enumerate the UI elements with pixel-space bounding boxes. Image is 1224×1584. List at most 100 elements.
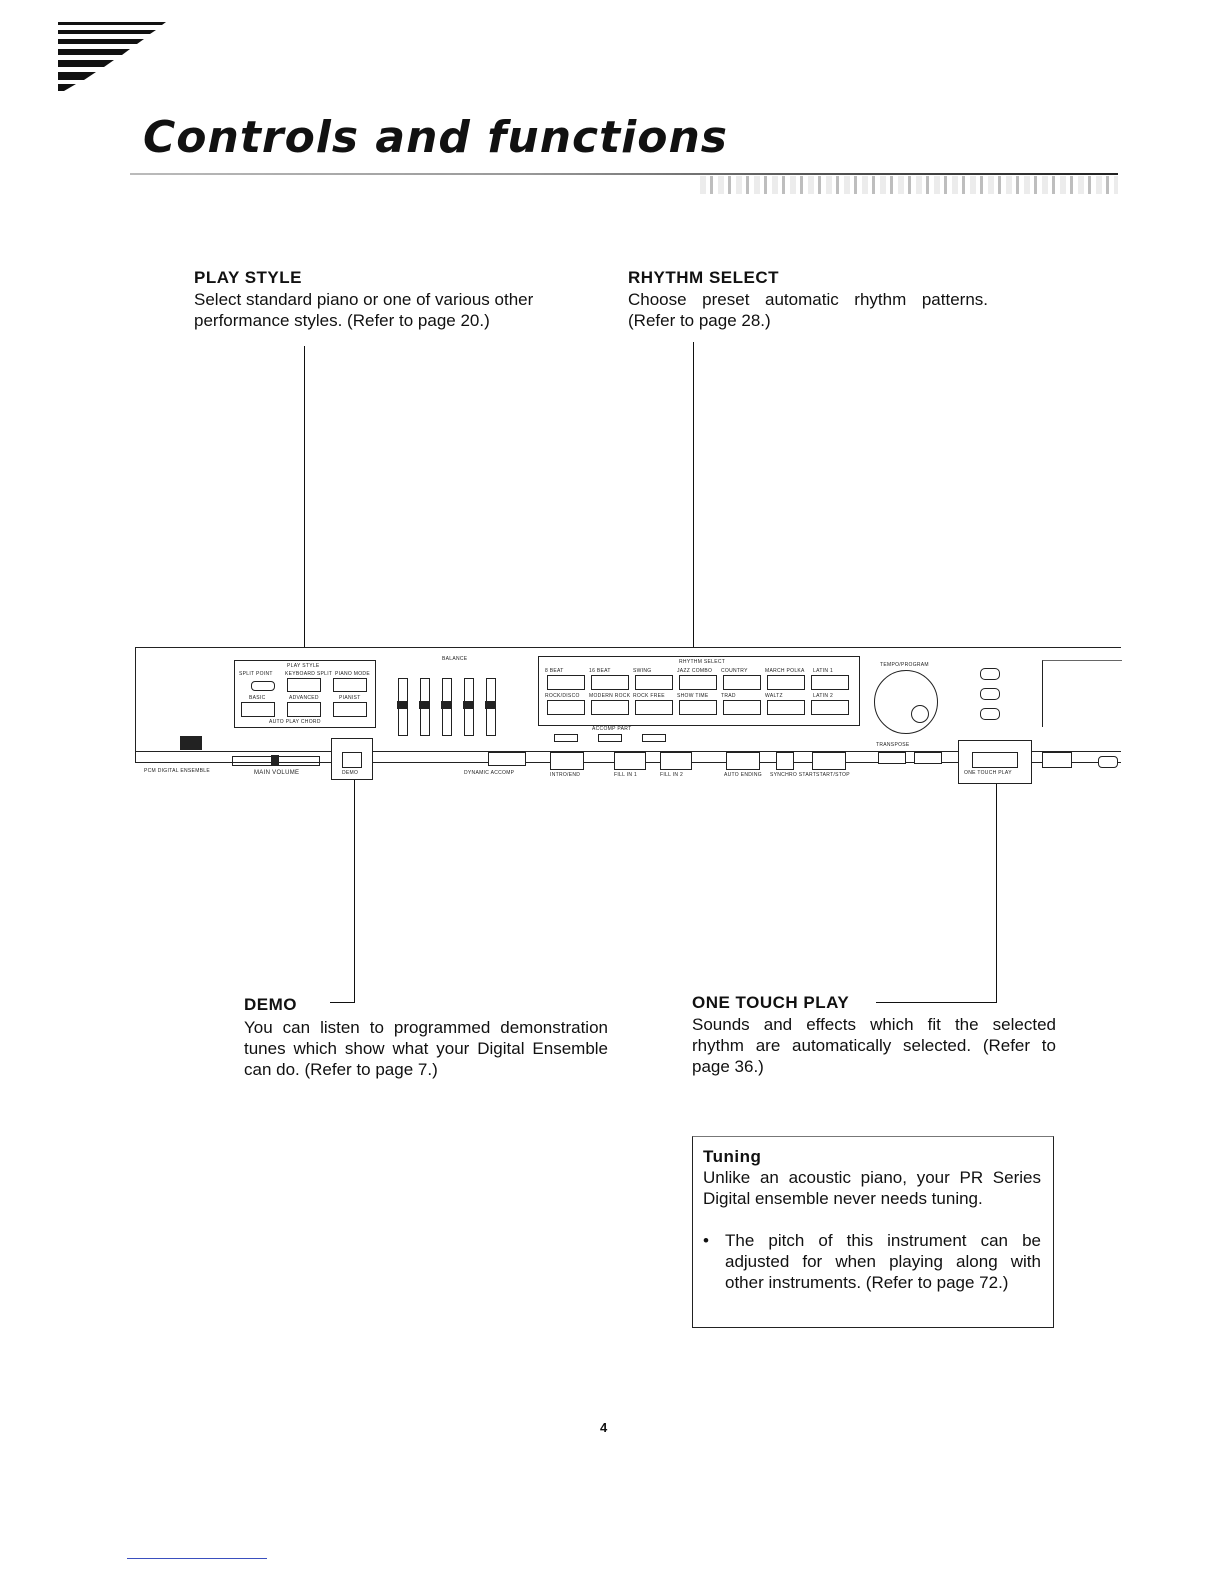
rhythm-label-country: COUNTRY [721,668,748,674]
rhythm-select-description: Choose preset automatic rhythm patterns.… [628,290,988,330]
basic-button[interactable] [241,702,275,717]
program-pad-3[interactable] [980,708,1000,720]
rhythm-label-waltz: WALTZ [765,693,783,699]
basic-label: BASIC [249,695,266,701]
rhythm-latin-1-button[interactable] [811,675,849,690]
rhythm-trad-button[interactable] [723,700,761,715]
balance-slider-3[interactable] [441,678,452,736]
transpose-label: TRANSPOSE [876,742,910,748]
play-style-description: Select standard piano or one of various … [194,290,534,330]
pianist-label: PIANIST [339,695,361,701]
start-stop-button[interactable] [812,752,846,770]
model-label: PCM DIGITAL ENSEMBLE [144,768,211,774]
rhythm-march-polka-button[interactable] [767,675,805,690]
synchro-start-label: SYNCHRO START [770,772,817,778]
rhythm-rock-free-button[interactable] [635,700,673,715]
rhythm-rock-disco-button[interactable] [547,700,585,715]
transpose-down-button[interactable] [878,752,906,764]
right-strip-button-2[interactable] [1098,756,1118,768]
main-volume-slider[interactable] [232,755,320,766]
split-point-label: SPLIT POINT [239,671,273,677]
panel-divider [136,751,1121,752]
synchro-start-button[interactable] [776,752,794,770]
demo-heading: DEMO [244,995,297,1014]
intro-end-label: INTRO/END [550,772,581,778]
play-style-panel-label: PLAY STYLE [287,663,320,669]
rhythm-label-rock-disco: ROCK/DISCO [545,693,580,699]
one-touch-play-leader-hook [876,1002,997,1003]
tuning-bullet-marker: • [703,1231,709,1250]
fill-in-1-button[interactable] [614,752,646,770]
dynamic-accomp-label: DYNAMIC ACCOMP [464,770,515,776]
one-touch-play-button[interactable] [972,752,1018,768]
rhythm-select-leader-line [693,342,694,648]
rhythm-waltz-button[interactable] [767,700,805,715]
fill-in-2-button[interactable] [660,752,692,770]
accomp-part-button-3[interactable] [642,734,666,742]
rhythm-label-jazz-combo: JAZZ COMBO [677,668,713,674]
accomp-part-button-2[interactable] [598,734,622,742]
rhythm-16-beat-button[interactable] [591,675,629,690]
program-pad-2[interactable] [980,688,1000,700]
play-style-leader-line [304,346,305,648]
transpose-up-button[interactable] [914,752,942,764]
one-touch-play-description: Sounds and effects which fit the selecte… [692,1015,1056,1076]
rhythm-8-beat-button[interactable] [547,675,585,690]
tempo-program-label: TEMPO/PROGRAM [880,662,929,668]
tuning-heading: Tuning [703,1147,762,1166]
program-pad-1[interactable] [980,668,1000,680]
main-volume-label: MAIN VOLUME [254,770,300,776]
rhythm-swing-button[interactable] [635,675,673,690]
keyboard-split-label: KEYBOARD SPLIT [285,671,333,677]
rhythm-label-16-beat: 16 BEAT [589,668,611,674]
auto-ending-button[interactable] [726,752,760,770]
title-underline-texture [700,176,1118,194]
rhythm-jazz-combo-button[interactable] [679,675,717,690]
accomp-part-label: ACCOMP PART [592,726,632,732]
auto-ending-label: AUTO ENDING [724,772,762,778]
balance-slider-4[interactable] [463,678,474,736]
start-stop-label: START/STOP [816,772,850,778]
balance-slider-5[interactable] [485,678,496,736]
fill-in-1-label: FILL IN 1 [614,772,638,778]
play-style-heading: PLAY STYLE [194,268,302,287]
rhythm-label-swing: SWING [633,668,652,674]
tuning-text: Unlike an acoustic piano, your PR Series… [703,1168,1041,1208]
dynamic-accomp-button[interactable] [488,752,526,766]
one-touch-play-leader-line [996,772,997,1002]
balance-slider-1[interactable] [397,678,408,736]
tempo-program-dial[interactable] [874,670,938,734]
accomp-part-button-1[interactable] [554,734,578,742]
rhythm-show-time-button[interactable] [679,700,717,715]
advanced-label: ADVANCED [289,695,319,701]
piano-mode-label: PIANO MODE [335,671,370,677]
demo-leader-line [354,762,355,1002]
rhythm-latin-2-button[interactable] [811,700,849,715]
balance-slider-2[interactable] [419,678,430,736]
advanced-button[interactable] [287,702,321,717]
intro-end-button[interactable] [550,752,584,770]
rhythm-select-group: RHYTHM SELECT 8 BEAT 16 BEAT SWING JAZZ … [538,656,860,726]
demo-button[interactable] [342,752,362,768]
demo-button-label: DEMO [342,770,359,776]
one-touch-play-heading: ONE TOUCH PLAY [692,993,850,1012]
tuning-note-box: Tuning Unlike an acoustic piano, your PR… [692,1136,1054,1328]
rhythm-label-march-polka: MARCH POLKA [765,668,805,674]
rhythm-label-show-time: SHOW TIME [677,693,709,699]
split-point-button[interactable] [251,681,275,691]
page-number: 4 [600,1420,608,1435]
right-strip-button-1[interactable] [1042,752,1072,768]
rhythm-country-button[interactable] [723,675,761,690]
piano-mode-button[interactable] [333,678,367,692]
rhythm-label-rock-free: ROCK FREE [633,693,665,699]
footer-line [127,1558,267,1559]
corner-stripes-graphic [58,22,166,91]
pianist-button[interactable] [333,702,367,717]
rhythm-label-modern-rock: MODERN ROCK [589,693,631,699]
keyboard-split-button[interactable] [287,678,321,692]
rhythm-label-latin-2: LATIN 2 [813,693,834,699]
rhythm-modern-rock-button[interactable] [591,700,629,715]
page-title: Controls and functions [143,112,728,163]
rhythm-select-heading: RHYTHM SELECT [628,268,779,287]
tuning-bullet-text: The pitch of this instrument can be adju… [725,1231,1041,1292]
